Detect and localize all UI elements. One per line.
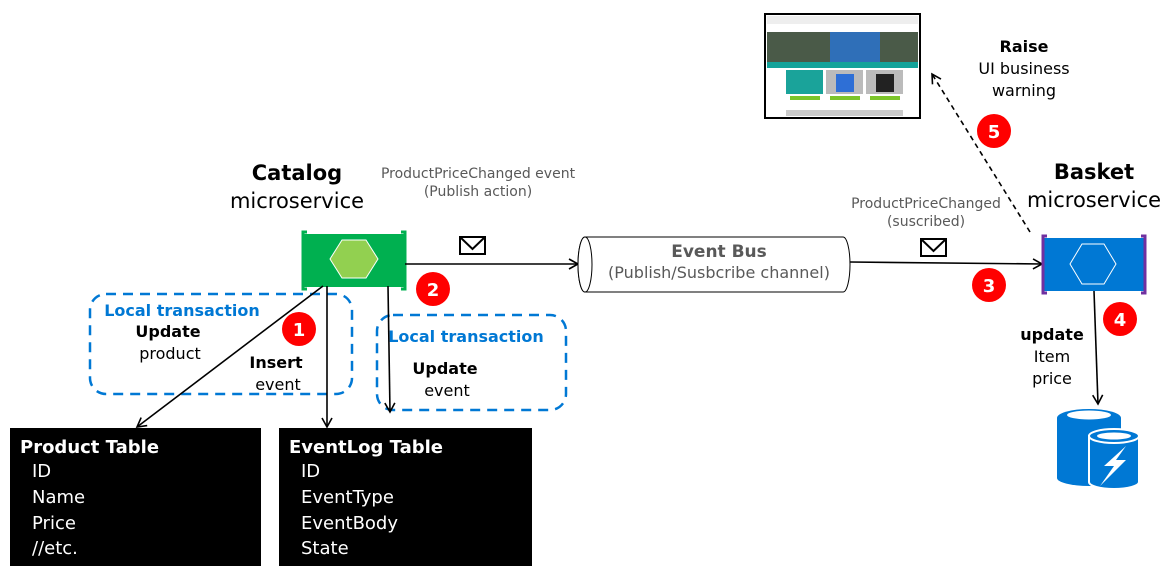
basket-microservice-box	[1041, 234, 1147, 295]
raise-label-line2: UI business	[978, 59, 1069, 78]
envelope-icon	[920, 238, 947, 257]
local-transaction-box-2	[375, 313, 568, 412]
catalog-title: Catalog	[252, 161, 342, 185]
step-badge-1: 1	[282, 312, 316, 346]
local-transaction-action: Update	[412, 359, 477, 378]
web-shop-screenshot	[764, 13, 921, 119]
raise-warning-arrow	[931, 72, 1031, 233]
table-field: //etc.	[32, 538, 78, 559]
subscribe-label-line2: (suscribed)	[887, 214, 965, 230]
basket-subtitle: microservice	[1027, 188, 1161, 212]
local-transaction-action: Update	[135, 322, 200, 341]
product-table-title: Product Table	[20, 437, 159, 458]
table-field: ID	[301, 461, 320, 482]
event-bus-cylinder	[577, 236, 851, 293]
basket-title: Basket	[1054, 160, 1134, 184]
subscribe-arrow	[849, 258, 1044, 270]
local-transaction-object: product	[139, 344, 201, 363]
hexagon-icon	[1069, 243, 1117, 285]
eventlog-table: EventLog Table ID EventType EventBody St…	[279, 428, 532, 566]
step-badge-3: 3	[972, 268, 1006, 302]
update-product-arrow	[135, 285, 324, 428]
svg-text:4: 4	[1114, 310, 1127, 331]
raise-label: Raise	[1000, 37, 1049, 56]
table-field: EventBody	[301, 513, 398, 534]
update-label-line3: price	[1032, 369, 1072, 388]
event-bus-subtitle: (Publish/Susbcribe channel)	[608, 263, 830, 282]
local-transaction-title: Local transaction	[388, 327, 544, 346]
envelope-icon	[459, 236, 486, 255]
svg-text:3: 3	[983, 276, 996, 297]
local-transaction-title: Local transaction	[104, 301, 260, 320]
svg-text:1: 1	[293, 320, 306, 341]
local-transaction-object: event	[424, 381, 470, 400]
cache-database-icon	[1057, 409, 1140, 490]
table-field: State	[301, 538, 349, 559]
table-field: Price	[32, 513, 76, 534]
hexagon-icon	[329, 239, 379, 279]
update-event-arrow	[384, 285, 396, 414]
eventlog-table-title: EventLog Table	[289, 437, 443, 458]
update-label-line2: Item	[1034, 347, 1070, 366]
update-arrow	[1091, 290, 1104, 406]
product-table: Product Table ID Name Price //etc.	[10, 428, 261, 566]
event-bus-title: Event Bus	[671, 242, 767, 262]
svg-text:2: 2	[427, 280, 440, 301]
update-label: update	[1020, 325, 1084, 344]
publish-label-line2: (Publish action)	[424, 184, 532, 200]
svg-text:5: 5	[988, 122, 1001, 143]
insert-label-object: event	[255, 375, 301, 394]
local-transaction-box-1	[88, 292, 354, 396]
catalog-subtitle: microservice	[230, 189, 364, 213]
step-badge-2: 2	[416, 272, 450, 306]
table-field: EventType	[301, 487, 394, 508]
raise-label-line3: warning	[992, 81, 1056, 100]
publish-label: ProductPriceChanged event	[381, 166, 576, 182]
table-field: Name	[32, 487, 85, 508]
step-badge-4: 4	[1103, 302, 1137, 336]
insert-label: Insert	[249, 353, 303, 372]
subscribe-label: ProductPriceChanged	[851, 196, 1001, 212]
step-badge-5: 5	[977, 114, 1011, 148]
table-field: ID	[32, 461, 51, 482]
catalog-microservice-box	[301, 230, 407, 291]
